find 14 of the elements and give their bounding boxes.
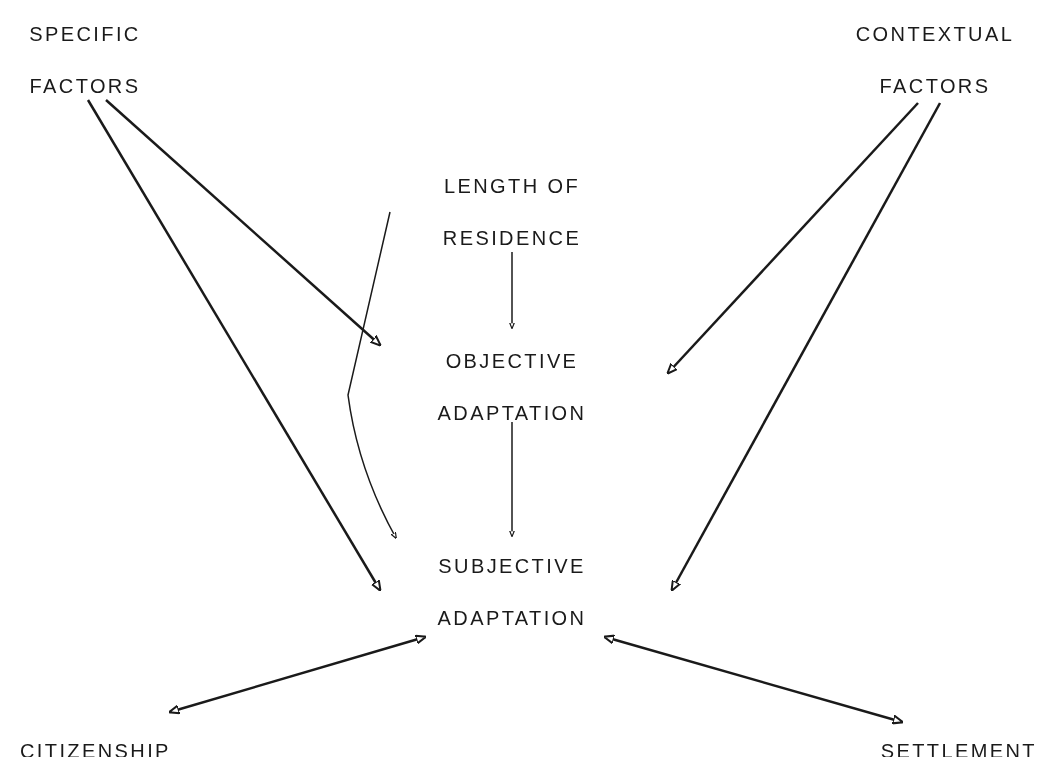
concept-label: LENGTH OF RESIDENCE [402,160,622,264]
arrow [670,102,942,592]
arrow [666,102,919,375]
arrow [509,421,515,538]
arrow [347,211,397,540]
arrow [86,99,382,592]
arrow [168,634,427,715]
concept-label: SPECIFIC FACTORS [0,8,170,112]
concept-label: OBJECTIVE ADAPTATION [402,335,622,439]
concept-label: SUBJECTIVE ADAPTATION [402,540,622,644]
concept-label: CONTEXTUAL FACTORS [830,8,1040,112]
arrow [105,99,382,347]
arrow [603,634,904,725]
arrow [509,251,515,330]
